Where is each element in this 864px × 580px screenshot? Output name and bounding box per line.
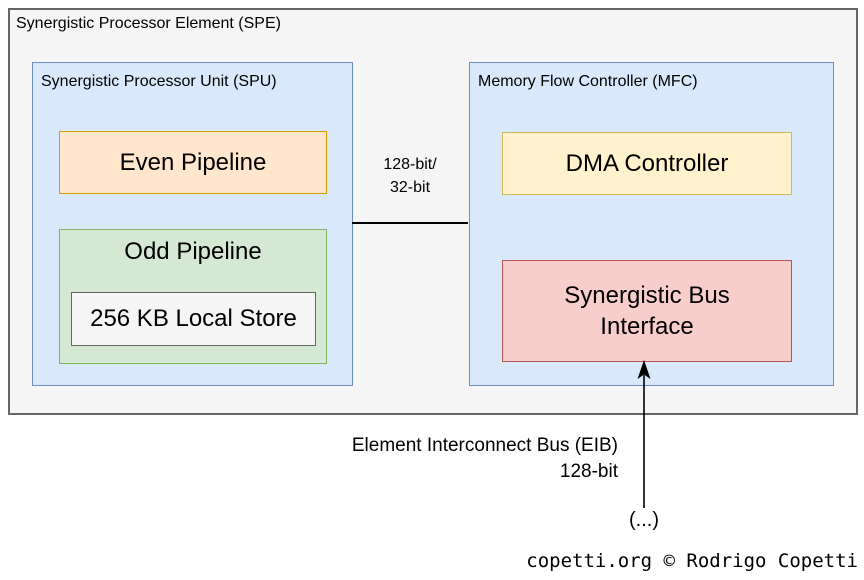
spu-mfc-bus-line — [352, 222, 468, 224]
sbi-label-line2: Interface — [600, 313, 694, 340]
spu-mfc-bus-label-line1: 128-bit/ — [383, 156, 437, 173]
spe-title: Synergistic Processor Element (SPE) — [16, 15, 281, 32]
eib-arrow-icon — [637, 360, 651, 508]
odd-pipeline-label: Odd Pipeline — [124, 238, 262, 265]
eib-source-label: (...) — [629, 509, 659, 531]
sbi-label-line1: Synergistic Bus — [564, 282, 730, 309]
even-pipeline-label: Even Pipeline — [119, 148, 267, 176]
eib-label-line2: 128-bit — [559, 461, 618, 482]
eib-label-line1: Element Interconnect Bus (EIB) — [351, 435, 618, 456]
local-store-block: 256 KB Local Store — [71, 292, 316, 346]
eib-label: Element Interconnect Bus (EIB) 128-bit — [300, 433, 618, 485]
spu-mfc-bus-label: 128-bit/ 32-bit — [360, 153, 460, 199]
local-store-label: 256 KB Local Store — [90, 305, 297, 332]
odd-pipeline-block: Odd Pipeline 256 KB Local Store — [59, 229, 327, 364]
even-pipeline-block: Even Pipeline — [59, 131, 327, 194]
spe-container-box: Synergistic Processor Element (SPE) Syne… — [8, 8, 858, 415]
credit-text: copetti.org © Rodrigo Copetti — [526, 550, 858, 572]
mfc-title: Memory Flow Controller (MFC) — [478, 73, 698, 90]
spu-container-box: Synergistic Processor Unit (SPU) Even Pi… — [32, 62, 353, 386]
spu-mfc-bus-label-line2: 32-bit — [389, 179, 431, 196]
dma-controller-block: DMA Controller — [502, 132, 792, 195]
synergistic-bus-interface-block: Synergistic Bus Interface — [502, 260, 792, 362]
spu-title: Synergistic Processor Unit (SPU) — [41, 73, 277, 90]
dma-controller-label: DMA Controller — [565, 149, 729, 177]
mfc-container-box: Memory Flow Controller (MFC) DMA Control… — [469, 62, 834, 386]
